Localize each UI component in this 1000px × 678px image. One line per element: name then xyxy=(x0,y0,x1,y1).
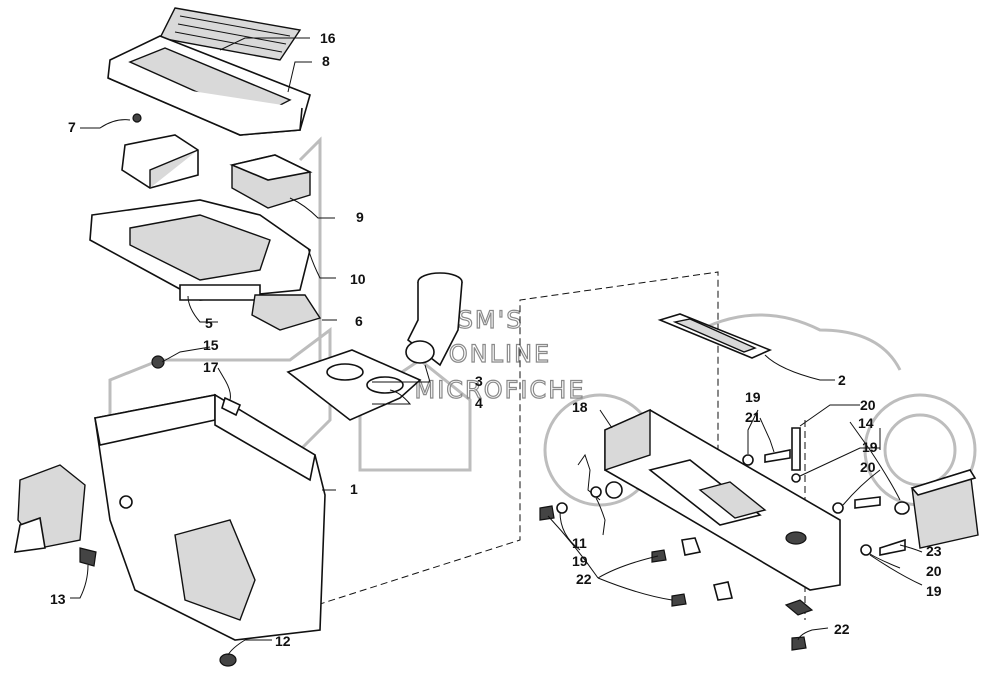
callout-labels: 1 2 3 4 5 6 7 8 9 10 11 12 13 14 15 16 1… xyxy=(50,30,942,649)
callout-19a: 19 xyxy=(745,389,761,405)
hardware xyxy=(539,427,906,651)
callout-4: 4 xyxy=(475,395,483,411)
callout-12: 12 xyxy=(275,633,291,649)
filter-23 xyxy=(910,469,979,549)
callout-5: 5 xyxy=(205,315,213,331)
gasket xyxy=(286,349,422,421)
watermark-text: FLSM'S ONLINE MICROFICHE xyxy=(414,305,586,404)
callout-20b: 20 xyxy=(860,459,876,475)
callout-17: 17 xyxy=(203,359,219,375)
callout-22a: 22 xyxy=(576,571,592,587)
grommet-15 xyxy=(151,355,165,369)
callout-1: 1 xyxy=(350,481,358,497)
callout-8: 8 xyxy=(322,53,330,69)
airbox-lid xyxy=(107,35,311,136)
plug-14 xyxy=(894,501,910,515)
airbox-tray xyxy=(89,199,311,301)
cap-12 xyxy=(219,653,237,667)
callout-9: 9 xyxy=(356,209,364,225)
assembly-lines xyxy=(294,271,806,620)
callout-20a: 20 xyxy=(860,397,876,413)
callout-10: 10 xyxy=(350,271,366,287)
leader-lines xyxy=(70,37,923,656)
clip-17 xyxy=(221,396,242,417)
callout-22b: 22 xyxy=(834,621,850,637)
intake-boot xyxy=(405,272,463,367)
watermark-line-3: MICROFICHE xyxy=(415,376,586,404)
callout-20c: 20 xyxy=(926,563,942,579)
callout-21: 21 xyxy=(745,409,761,425)
callout-7: 7 xyxy=(68,119,76,135)
callout-18: 18 xyxy=(572,399,588,415)
frame-gasket xyxy=(657,313,773,359)
callout-15: 15 xyxy=(203,337,219,353)
callout-2: 2 xyxy=(838,372,846,388)
bracket xyxy=(121,113,199,189)
callout-16: 16 xyxy=(320,30,336,46)
upper-housing xyxy=(604,408,841,591)
callout-23: 23 xyxy=(926,543,942,559)
callout-19b: 19 xyxy=(862,439,878,455)
callout-6: 6 xyxy=(355,313,363,329)
filter-element xyxy=(229,154,313,209)
callout-19c: 19 xyxy=(572,553,588,569)
watermark-line-2: ONLINE xyxy=(449,340,551,368)
callout-14: 14 xyxy=(858,415,874,431)
filter-screen xyxy=(158,7,302,61)
foam-pad xyxy=(251,294,322,331)
callout-19d: 19 xyxy=(926,583,942,599)
callout-13: 13 xyxy=(50,591,66,607)
airbox-housing xyxy=(94,393,326,641)
throttle-assembly xyxy=(14,464,97,567)
callout-3: 3 xyxy=(475,373,483,389)
callout-11: 11 xyxy=(572,535,587,551)
